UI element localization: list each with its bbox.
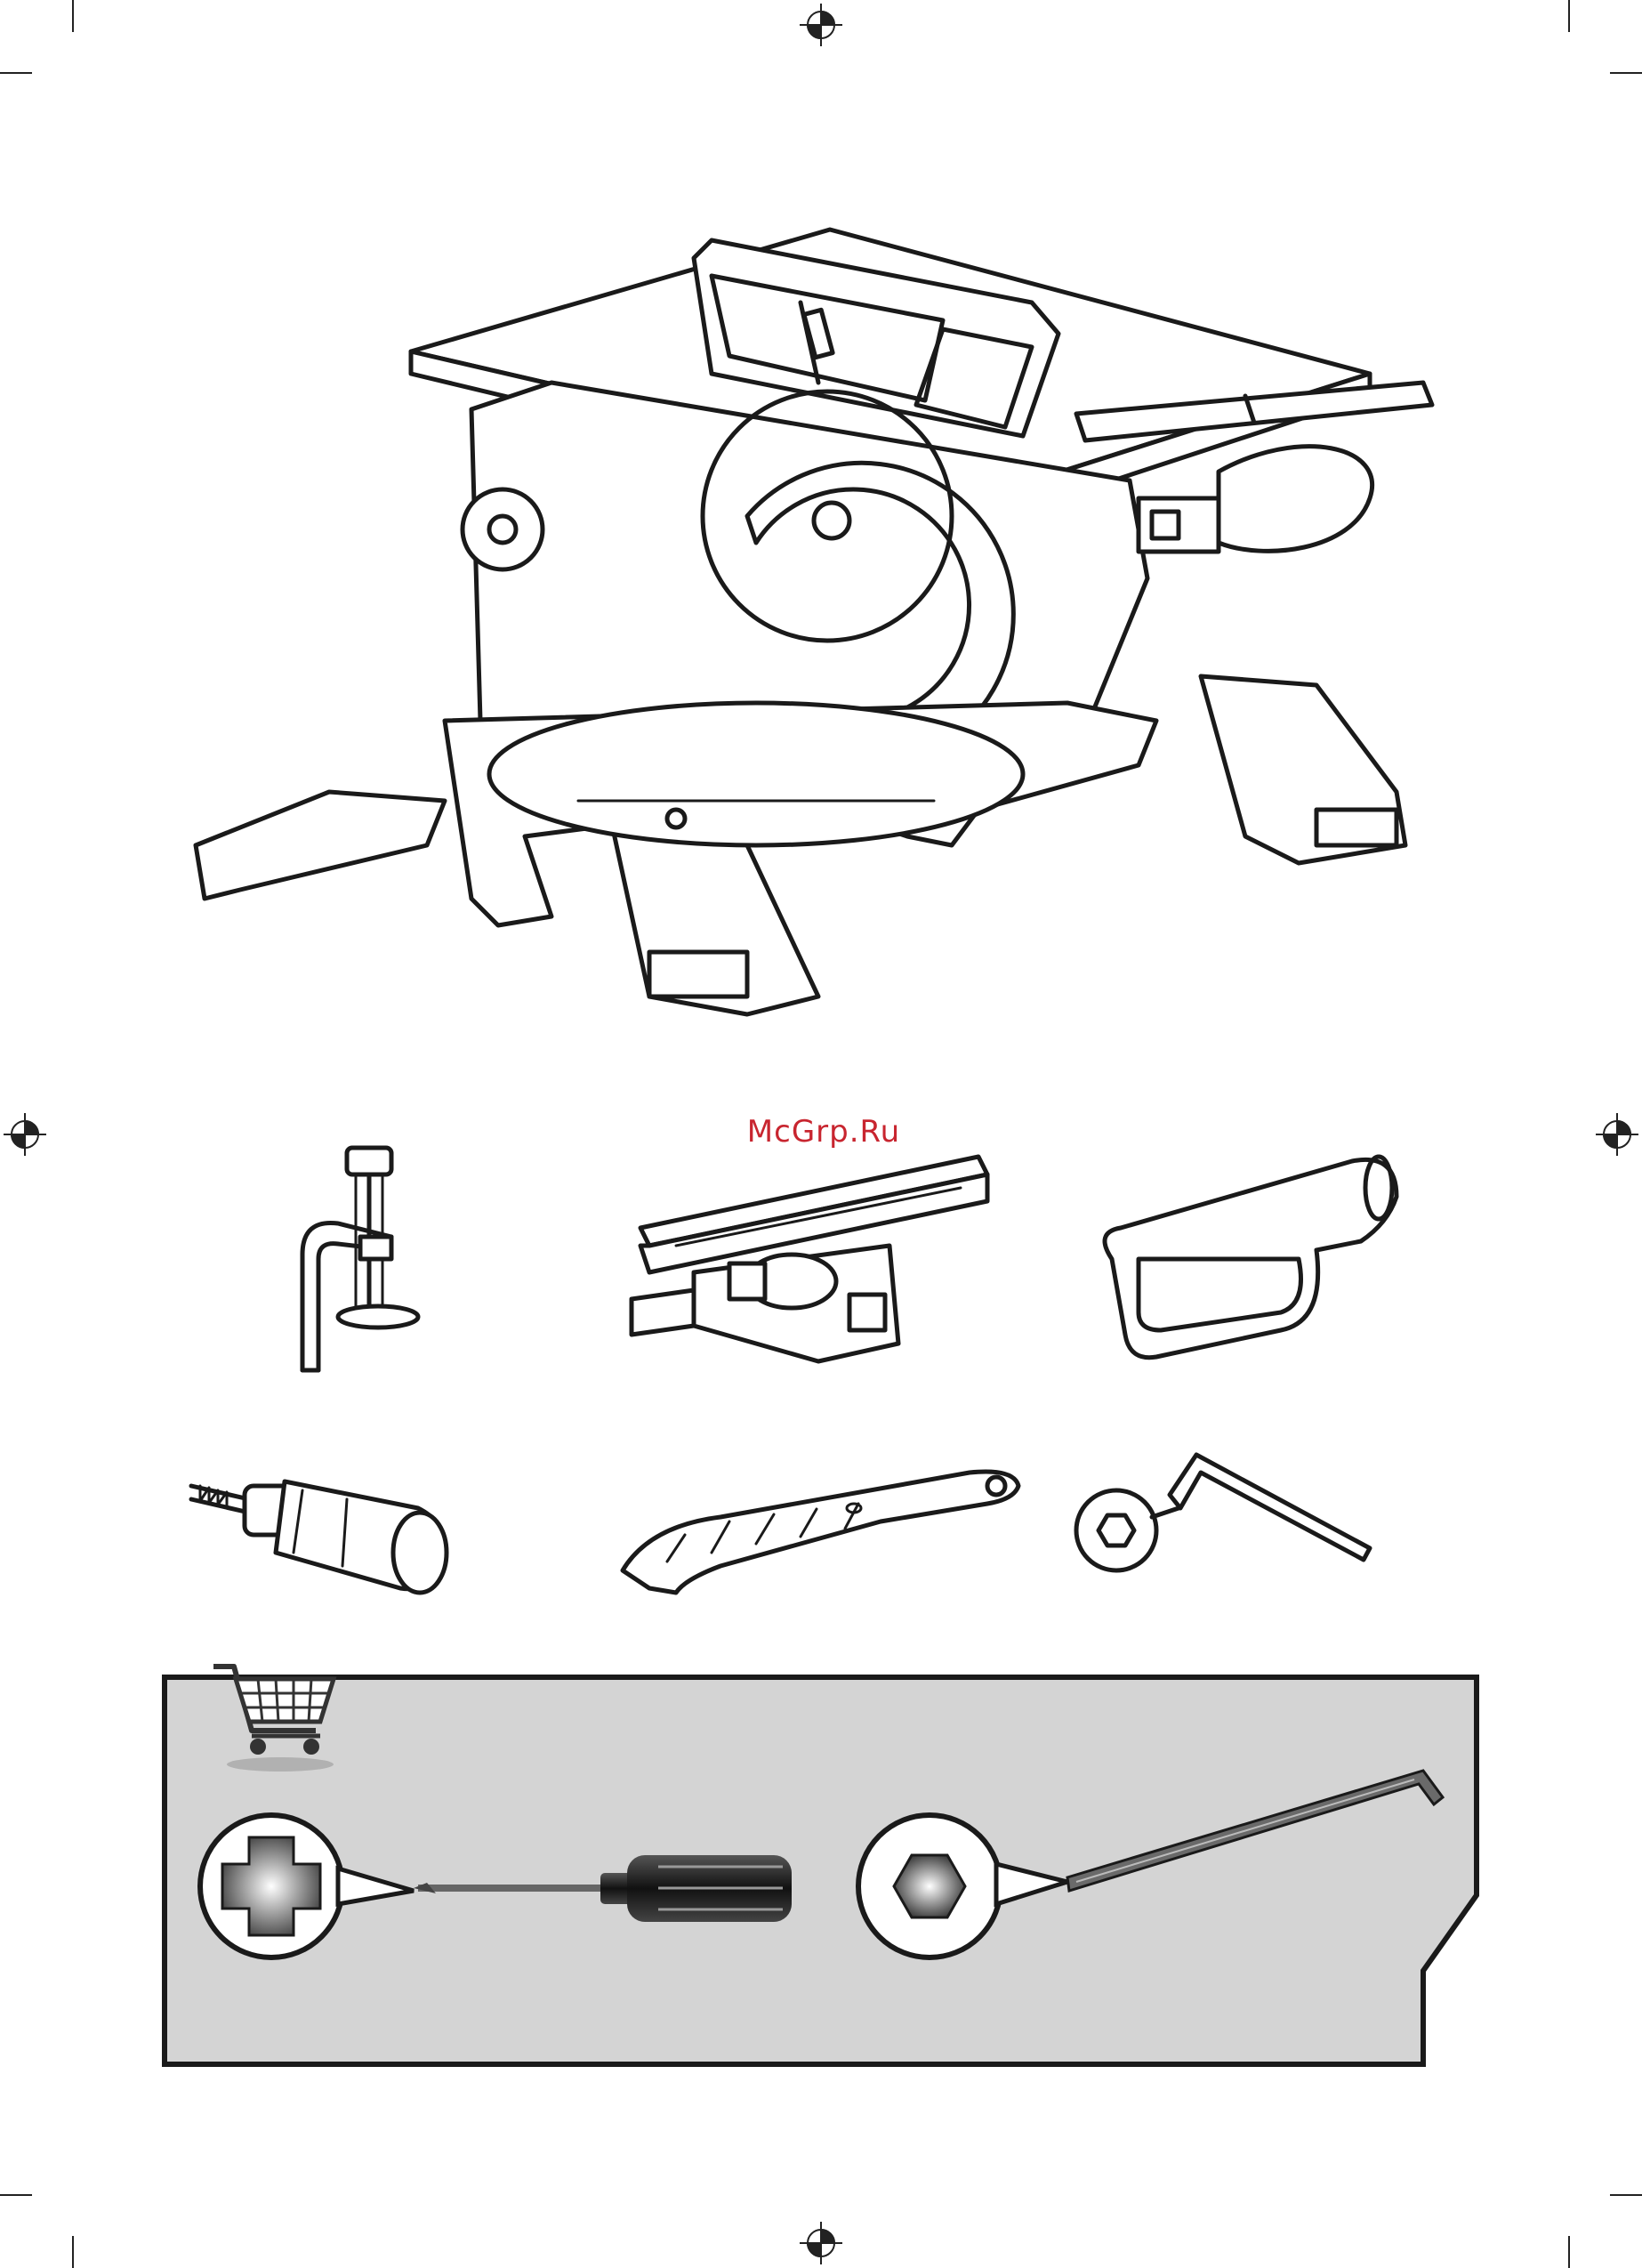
hex-key-with-hex-symbol [1072, 1441, 1374, 1575]
phillips-screwdriver [196, 1806, 801, 1984]
hex-allen-key [845, 1753, 1450, 1975]
blade-guard-handle [1085, 1143, 1405, 1375]
hold-down-clamp [285, 1139, 445, 1379]
watermark-text: McGrp.Ru [735, 1114, 913, 1150]
table-mitre-saw-drawing [178, 222, 1459, 1059]
mitre-gauge [623, 1148, 996, 1370]
shopping-cart-icon [209, 1659, 342, 1775]
extension-knob [187, 1455, 454, 1597]
push-stick [614, 1450, 1032, 1602]
